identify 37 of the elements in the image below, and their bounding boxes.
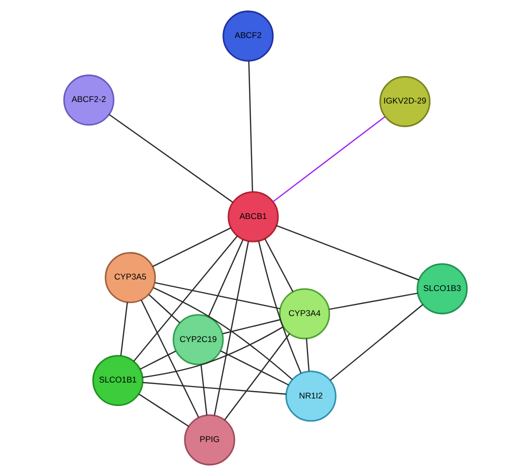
connector — [258, 240, 302, 374]
connector — [306, 338, 310, 372]
connector — [220, 350, 289, 386]
node-circle: ABCB1 — [228, 191, 279, 242]
connector — [272, 116, 386, 202]
connector — [154, 282, 280, 310]
connector — [138, 394, 190, 427]
connector — [200, 364, 208, 416]
connector — [330, 304, 424, 381]
connector — [222, 319, 281, 334]
node-circle: ABCF2 — [222, 10, 274, 62]
connector — [142, 382, 286, 395]
node-circle: SLCO1B1 — [92, 354, 144, 406]
node-circle: PPIG — [184, 414, 236, 466]
node-circle: CYP3A4 — [279, 288, 330, 340]
connector — [108, 114, 234, 203]
connector — [208, 239, 244, 318]
connector — [120, 302, 128, 356]
connector — [264, 238, 294, 292]
node-circle: CYP2C19 — [172, 314, 224, 366]
node-circle: IGKV2D-29 — [379, 76, 430, 128]
connector — [152, 227, 232, 268]
connector — [140, 300, 200, 418]
connector — [276, 225, 420, 280]
node-circle: NR1I2 — [285, 370, 336, 422]
node-circle: ABCF2-2 — [63, 74, 114, 126]
connector — [224, 333, 290, 420]
connector — [214, 241, 250, 416]
connector — [248, 60, 254, 192]
connector — [133, 235, 238, 362]
connector — [142, 326, 284, 378]
connector — [140, 350, 176, 370]
node-circle: CYP3A5 — [104, 252, 156, 304]
connector — [153, 287, 293, 380]
node-circle: SLCO1B3 — [416, 263, 468, 314]
connector — [329, 292, 418, 310]
connector — [148, 294, 180, 324]
